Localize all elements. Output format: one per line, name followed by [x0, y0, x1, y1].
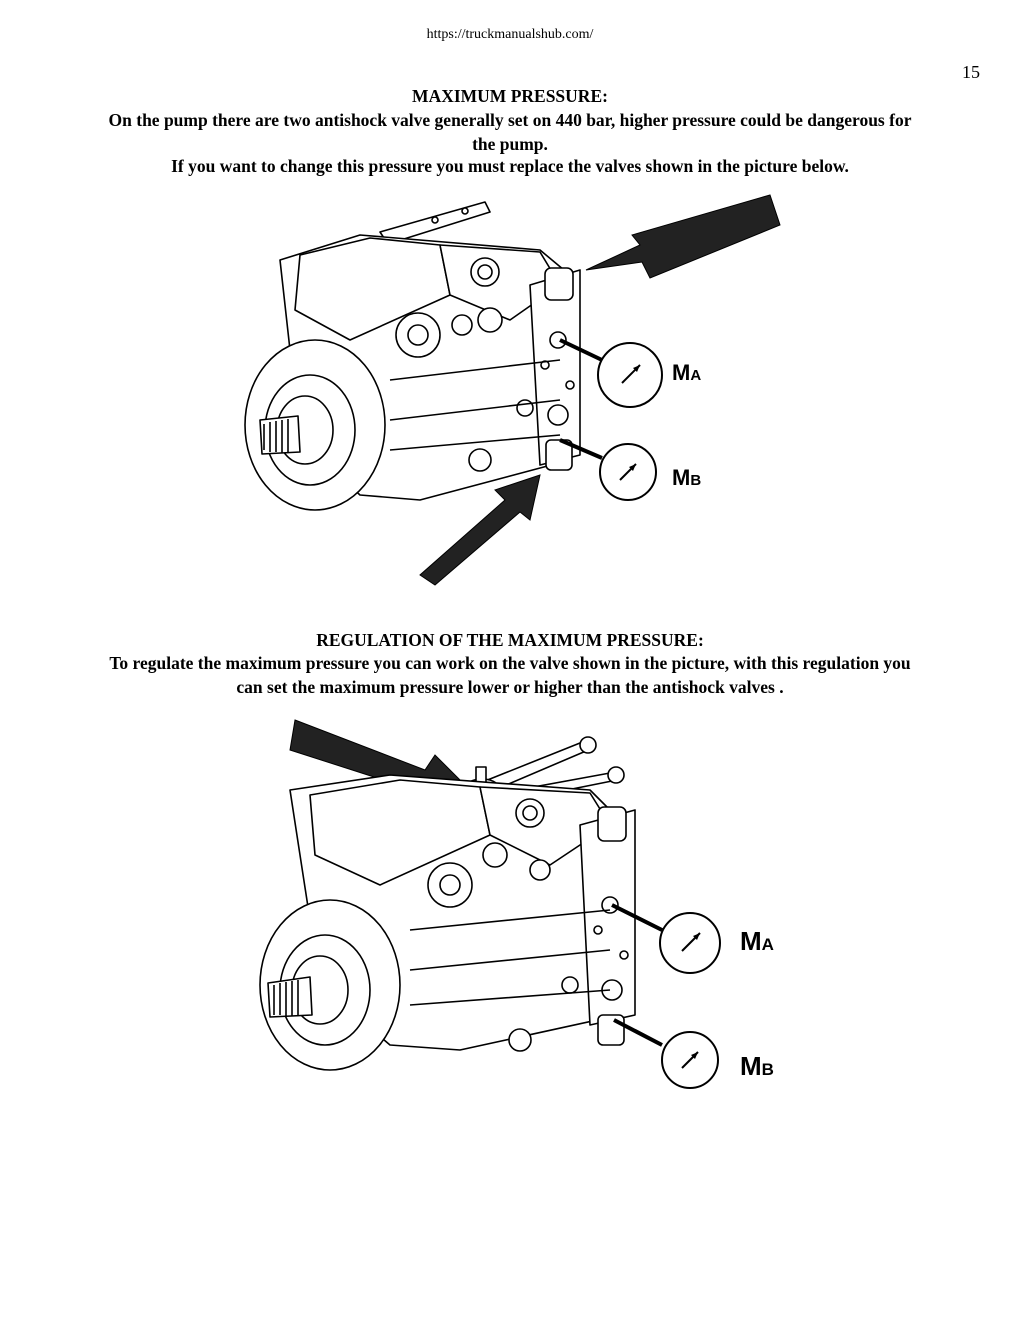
pump-figure-2: MA MB	[259, 719, 774, 1089]
section2-line2: can set the maximum pressure lower or hi…	[236, 677, 784, 697]
gauge-b-label: MB	[740, 1051, 774, 1081]
gauge-a-label: MA	[740, 926, 774, 956]
section2-heading: REGULATION OF THE MAXIMUM PRESSURE:	[316, 630, 704, 650]
section1-line3: If you want to change this pressure you …	[171, 156, 849, 176]
page-number: 15	[962, 62, 980, 82]
pump-figure-1: MA MB	[244, 194, 781, 586]
gauge-b-label: MB	[672, 465, 701, 490]
source-url: https://truckmanualshub.com/	[426, 27, 594, 42]
gauge-a-label: MA	[672, 360, 701, 385]
section2-line1: To regulate the maximum pressure you can…	[109, 653, 911, 673]
section1-line1: On the pump there are two antishock valv…	[108, 110, 912, 130]
section1-heading: MAXIMUM PRESSURE:	[412, 86, 608, 106]
section1-line2: the pump.	[472, 134, 548, 154]
